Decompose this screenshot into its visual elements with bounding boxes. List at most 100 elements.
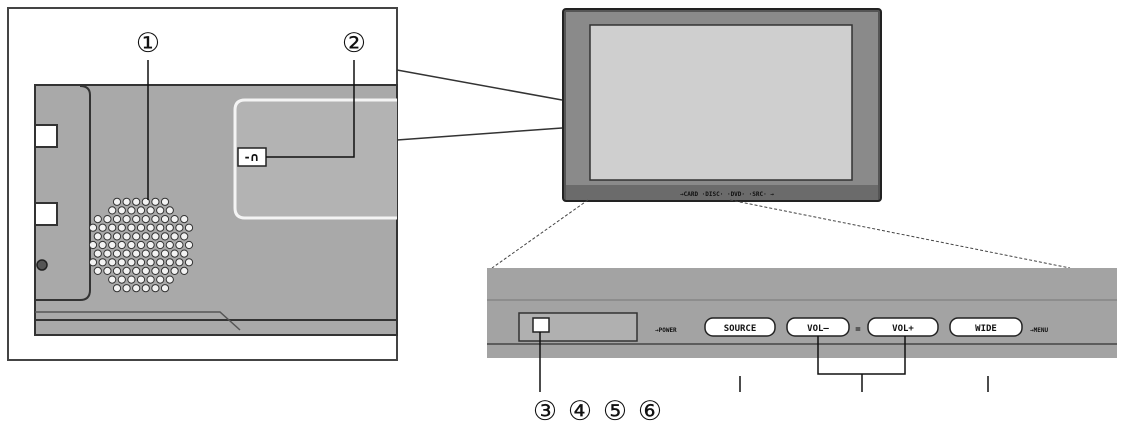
grille-hole [141, 232, 150, 241]
grille-hole [112, 249, 122, 258]
grille-hole [151, 284, 160, 293]
grille-hole [127, 275, 136, 284]
grille-hole [151, 232, 160, 241]
jack-housing [233, 98, 397, 220]
zoom-dash-left [491, 199, 589, 269]
monitor-button-strip [566, 185, 878, 200]
grille-hole [112, 197, 122, 206]
monitor-unit: →CARD ·DISC· ·DVD· ·SRC· → [562, 8, 882, 202]
grille-hole [151, 197, 160, 206]
grille-hole [160, 249, 170, 258]
vol-minus-button-label: VOL— [807, 324, 829, 334]
callout-4: ④ [568, 396, 592, 427]
zoom-dash-right [729, 199, 1071, 269]
grille-hole [103, 215, 112, 224]
grille-hole [151, 266, 160, 275]
device-bezel-curve [35, 85, 91, 301]
grille-hole [146, 206, 155, 215]
side-detail-inset: -∩ ① ② [7, 7, 398, 361]
grille-hole [160, 197, 170, 206]
callout-2-leader [266, 60, 355, 158]
grille-hole [93, 266, 102, 275]
remote-sensor-icon [532, 317, 550, 333]
grille-hole [175, 258, 184, 267]
callout-5: ⑤ [603, 396, 627, 427]
power-label: →POWER [655, 327, 677, 334]
grille-hole [122, 232, 131, 241]
grille-hole [170, 266, 179, 275]
grille-hole [180, 249, 189, 258]
grille-hole [98, 240, 107, 250]
grille-hole [136, 206, 146, 215]
grille-hole [141, 249, 150, 258]
grille-hole [160, 284, 170, 293]
grille-hole [93, 249, 102, 258]
callout-3: ③ [533, 396, 557, 427]
grille-hole [175, 240, 184, 250]
grille-hole [108, 206, 117, 215]
callout-2: ② [342, 28, 366, 59]
vol-separator: = [855, 325, 861, 335]
grille-hole [88, 240, 98, 250]
callout-6: ⑥ [638, 396, 662, 427]
grille-hole [117, 223, 126, 232]
grille-hole [132, 249, 141, 258]
grille-hole [93, 232, 102, 241]
grille-hole [127, 240, 136, 250]
grille-hole [112, 266, 122, 275]
grille-hole [117, 275, 126, 284]
grille-hole [184, 258, 194, 267]
grille-hole [165, 223, 174, 232]
monitor-screen [589, 24, 853, 181]
grille-hole [127, 258, 136, 267]
grille-hole [156, 240, 165, 250]
wide-button[interactable]: WIDE [949, 317, 1023, 337]
grille-hole [151, 249, 160, 258]
grille-hole [165, 258, 174, 267]
grille-hole [132, 232, 141, 241]
grille-hole [170, 249, 179, 258]
grille-hole [132, 197, 141, 206]
grille-hole [156, 206, 165, 215]
side-tab-lower [34, 202, 58, 226]
zoom-line-upper [396, 69, 563, 101]
vol-minus-button[interactable]: VOL— [786, 317, 850, 337]
grille-hole [184, 240, 194, 250]
grille-hole [180, 266, 189, 275]
wide-button-label: WIDE [975, 324, 997, 334]
source-button-label: SOURCE [724, 324, 757, 334]
grille-hole [156, 275, 165, 284]
grille-hole [180, 232, 189, 241]
grille-hole [146, 258, 155, 267]
grille-hole [112, 215, 122, 224]
speaker-grille-icon [88, 197, 194, 293]
grille-hole [103, 266, 112, 275]
vol-plus-button[interactable]: VOL+ [867, 317, 939, 337]
grille-hole [108, 223, 117, 232]
monitor-strip-label: →CARD ·DISC· ·DVD· ·SRC· → [680, 191, 774, 198]
grille-hole [122, 249, 131, 258]
grille-hole [132, 284, 141, 293]
grille-hole [103, 249, 112, 258]
grille-hole [136, 223, 146, 232]
grille-hole [146, 240, 155, 250]
grille-hole [98, 258, 107, 267]
device-lower-ridge [35, 311, 241, 331]
grille-hole [117, 258, 126, 267]
grille-hole [160, 266, 170, 275]
grille-hole [122, 215, 131, 224]
grille-hole [108, 240, 117, 250]
grille-hole [132, 266, 141, 275]
screw-icon [36, 259, 48, 271]
grille-hole [122, 284, 131, 293]
grille-hole [165, 206, 174, 215]
grille-hole [136, 258, 146, 267]
grille-hole [160, 215, 170, 224]
vol-plus-button-label: VOL+ [892, 324, 914, 334]
source-button[interactable]: SOURCE [704, 317, 776, 337]
grille-hole [156, 258, 165, 267]
grille-hole [88, 223, 98, 232]
grille-hole [122, 266, 131, 275]
callout-1: ① [136, 28, 160, 59]
